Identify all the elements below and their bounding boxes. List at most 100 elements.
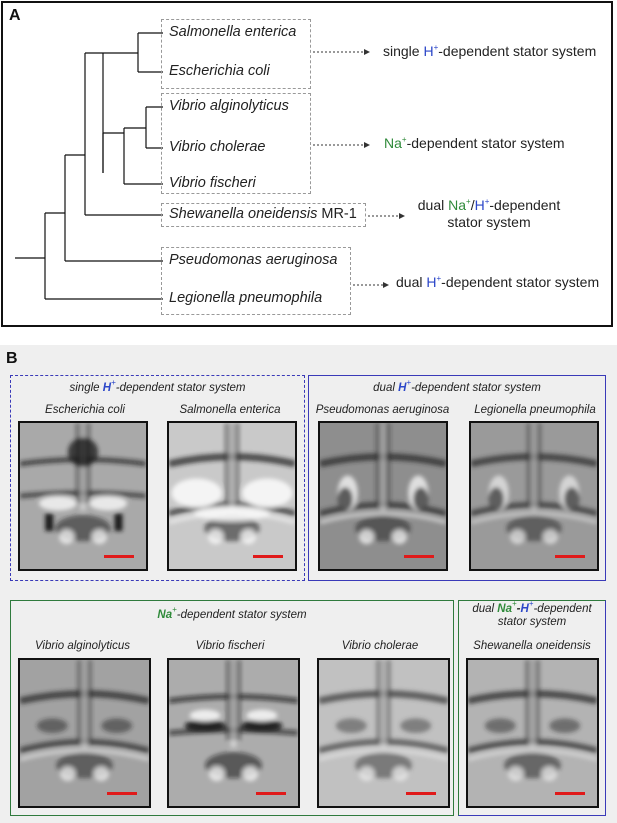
ion-charge: + <box>511 599 517 608</box>
group-dual-h: dual H+-dependent stator system <box>308 375 606 581</box>
tomogram-pseudomonas-render <box>320 423 446 569</box>
panel-a-phylogeny: A <box>1 1 613 327</box>
tomogram-salmonella-render <box>169 423 295 569</box>
ion-charge: + <box>172 605 177 614</box>
species-vibrio-alginolyticus: Vibrio alginolyticus <box>169 98 289 114</box>
stator-text: -dependent <box>489 197 561 213</box>
ion-charge: + <box>484 197 490 206</box>
stator-text: dual <box>417 197 449 213</box>
ion-na: Na <box>497 603 512 615</box>
ion-charge: + <box>401 135 407 144</box>
species-shewanella: Shewanella oneidensis MR-1 <box>169 206 357 222</box>
stator-dual-na-h: dual Na+/H+-dependent stator system <box>411 197 567 231</box>
scale-bar <box>104 555 134 558</box>
scale-bar <box>107 792 137 795</box>
panel-b-letter: B <box>6 350 18 367</box>
stator-text: -dependent stator system <box>406 135 565 151</box>
ion-h: H <box>520 603 529 615</box>
label-ecoli: Escherichia coli <box>45 404 125 416</box>
group-dual-na-h-title-line1: dual Na+-H+-dependent <box>459 600 605 616</box>
group-dual-na-h-title-line2: stator system <box>497 616 567 628</box>
scale-bar <box>406 792 436 795</box>
title-text: -dependent stator system <box>411 382 541 394</box>
tomogram-ecoli <box>18 421 148 571</box>
stator-single-h: single H+-dependent stator system <box>383 43 596 60</box>
stator-text: single <box>383 43 424 59</box>
tomogram-pseudomonas <box>318 421 448 571</box>
group-single-h-title: single H+-dependent stator system <box>11 379 304 395</box>
stator-na: Na+-dependent stator system <box>384 135 565 152</box>
scale-bar <box>555 792 585 795</box>
ion-h: H <box>474 197 485 213</box>
group-na-title: Na+-dependent stator system <box>11 606 453 622</box>
label-legionella: Legionella pneumophila <box>474 404 596 416</box>
scale-bar <box>555 555 585 558</box>
stator-dual-na-h-line1: dual Na+/H+-dependent <box>411 197 567 214</box>
box-shewanella <box>161 203 366 227</box>
stator-text: -dependent stator system <box>441 274 600 290</box>
tomogram-shewanella <box>466 658 599 808</box>
phylogenetic-tree <box>15 32 405 300</box>
ion-charge: + <box>436 274 442 283</box>
box-vibrio <box>161 93 311 194</box>
label-shewanella: Shewanella oneidensis <box>473 640 591 652</box>
slash: / <box>470 197 475 213</box>
ion-charge: + <box>406 378 412 387</box>
box-enterobacteria <box>161 19 311 89</box>
species-vibrio-cholerae: Vibrio cholerae <box>169 139 266 155</box>
tomogram-shewanella-render <box>468 660 597 806</box>
tomogram-vibrio-cholerae <box>317 658 450 808</box>
panel-b-tomograms: B single H+-dependent stator system dual… <box>0 345 617 823</box>
species-shewanella-name: Shewanella oneidensis <box>169 206 318 222</box>
species-shewanella-strain: MR-1 <box>321 206 357 222</box>
stator-text: dual <box>396 274 427 290</box>
stator-dual-h: dual H+-dependent stator system <box>396 274 599 291</box>
species-legionella: Legionella pneumophila <box>169 290 323 306</box>
dash: - <box>516 603 521 615</box>
ion-h: H <box>102 382 112 394</box>
title-text: -dependent stator system <box>115 382 246 394</box>
stator-dual-na-h-line2: stator system <box>447 214 531 230</box>
ion-h: H <box>398 382 407 394</box>
species-vibrio-fischeri: Vibrio fischeri <box>169 175 256 191</box>
ion-charge: + <box>528 599 534 608</box>
ion-h: H <box>423 43 434 59</box>
stator-text: -dependent stator system <box>438 43 597 59</box>
title-text: single <box>69 382 103 394</box>
ion-charge: + <box>111 378 116 387</box>
tomogram-vibrio-fischeri-render <box>169 660 298 806</box>
group-single-h: single H+-dependent stator system <box>10 375 305 581</box>
tomogram-legionella-render <box>471 423 597 569</box>
tomogram-ecoli-render <box>20 423 146 569</box>
ion-h: H <box>426 274 437 290</box>
label-vibrio-alginolyticus: Vibrio alginolyticus <box>34 640 131 652</box>
tomogram-vibrio-cholerae-render <box>319 660 448 806</box>
tomogram-vibrio-fischeri <box>167 658 300 808</box>
ion-charge: + <box>466 197 471 206</box>
species-ecoli: Escherichia coli <box>169 63 270 79</box>
box-pseudo-legion <box>161 247 351 315</box>
tomogram-salmonella <box>167 421 297 571</box>
title-text: dual <box>373 382 399 394</box>
group-na: Na+-dependent stator system <box>10 600 454 816</box>
tomogram-legionella <box>469 421 599 571</box>
title-text: dual <box>472 603 498 615</box>
group-dual-na-h: dual Na+-H+-dependent stator system <box>458 600 606 816</box>
label-pseudomonas: Pseudomonas aeruginosa <box>315 404 450 416</box>
tomogram-vibrio-alginolyticus <box>18 658 151 808</box>
panel-a-letter: A <box>9 7 21 24</box>
ion-na: Na <box>448 197 467 213</box>
label-salmonella: Salmonella enterica <box>179 404 281 416</box>
ion-charge: + <box>433 43 439 52</box>
scale-bar <box>256 792 286 795</box>
label-vibrio-cholerae: Vibrio cholerae <box>341 640 419 652</box>
ion-na: Na <box>157 609 173 621</box>
tomogram-vibrio-alginolyticus-render <box>20 660 149 806</box>
species-pseudomonas: Pseudomonas aeruginosa <box>169 252 338 268</box>
scale-bar <box>253 555 283 558</box>
group-dual-h-title: dual H+-dependent stator system <box>309 379 605 395</box>
ion-na: Na <box>384 135 402 151</box>
title-text: -dependent stator system <box>176 609 307 621</box>
scale-bar <box>404 555 434 558</box>
species-salmonella: Salmonella enterica <box>169 24 297 40</box>
